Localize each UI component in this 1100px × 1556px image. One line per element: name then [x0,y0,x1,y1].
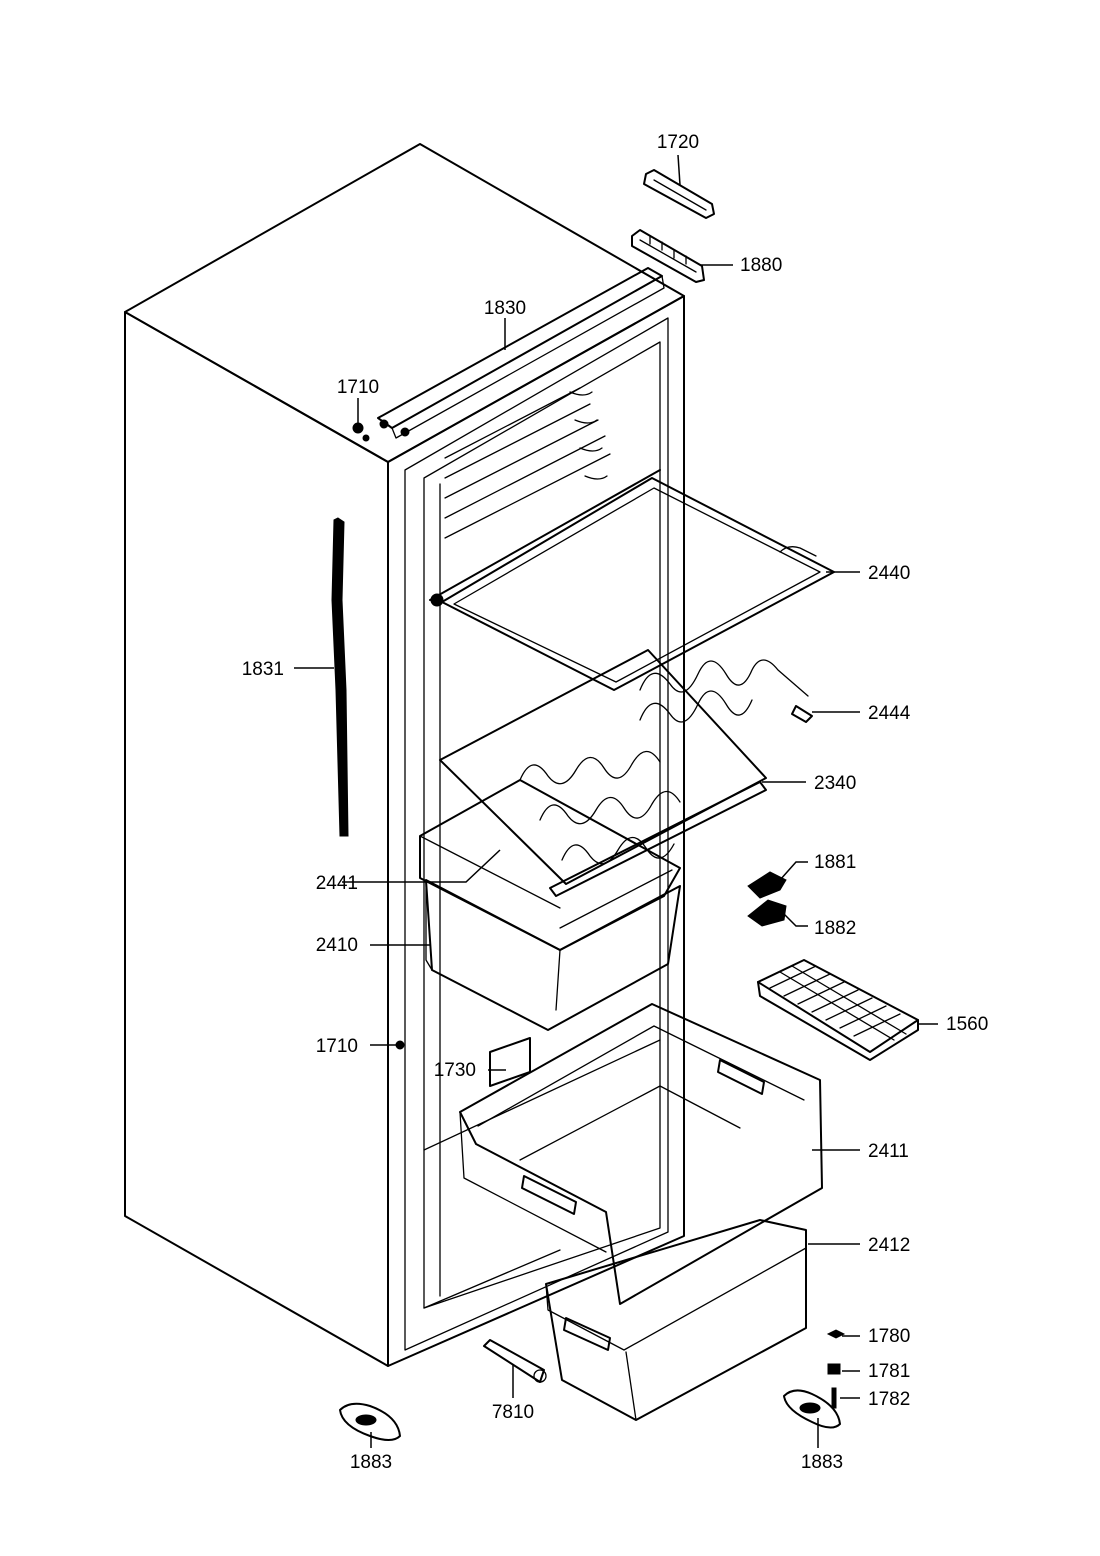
label-2410: 2410 [316,935,358,956]
label-2412: 2412 [868,1235,910,1256]
label-1831: 1831 [242,659,284,680]
evaporator-ribs [429,387,661,607]
label-1882: 1882 [814,918,856,939]
label-7810: 7810 [492,1402,534,1423]
drawer-2412 [545,1219,807,1421]
label-1830: 1830 [484,298,526,319]
label-1781: 1781 [868,1361,910,1382]
shelf-2340 [439,649,767,897]
leader-lines [294,154,938,1448]
label-1883-left: 1883 [350,1452,392,1473]
label-1720: 1720 [657,132,699,153]
label-1730: 1730 [434,1060,476,1081]
small-parts-1780-1782 [826,1329,846,1409]
pin-7810 [483,1339,547,1383]
label-1710-top: 1710 [337,377,379,398]
plug-lower [395,1040,405,1050]
label-1881: 1881 [814,852,856,873]
label-1710-lower: 1710 [316,1036,358,1057]
label-1883-right: 1883 [801,1452,843,1473]
label-2441: 2441 [316,873,358,894]
top-hinge-strip [362,267,665,442]
label-2440: 2440 [868,563,910,584]
label-2411: 2411 [868,1141,909,1162]
plug-top [352,422,364,434]
label-1780: 1780 [868,1326,910,1347]
foot-1883-right [783,1389,841,1429]
handle [331,517,349,837]
box-2410 [425,869,681,1031]
part-labels: 1720 1880 1830 1710 2440 1831 2444 2340 … [242,132,989,1473]
label-1560: 1560 [946,1014,988,1035]
drawer-2411 [459,1003,823,1305]
holder-1730 [489,1037,531,1087]
top-cover-1720 [643,169,715,219]
foot-1883-left [339,1402,401,1441]
hinge-1881 [747,871,787,899]
label-2340: 2340 [814,773,856,794]
hinge-1882 [747,899,787,927]
label-1880: 1880 [740,255,782,276]
ice-tray-1560 [757,959,919,1061]
label-2444: 2444 [868,703,911,724]
label-1782: 1782 [868,1389,910,1410]
cabinet [124,143,685,1367]
hinge-1880 [631,229,705,283]
crisper-cover-2441 [419,779,681,951]
